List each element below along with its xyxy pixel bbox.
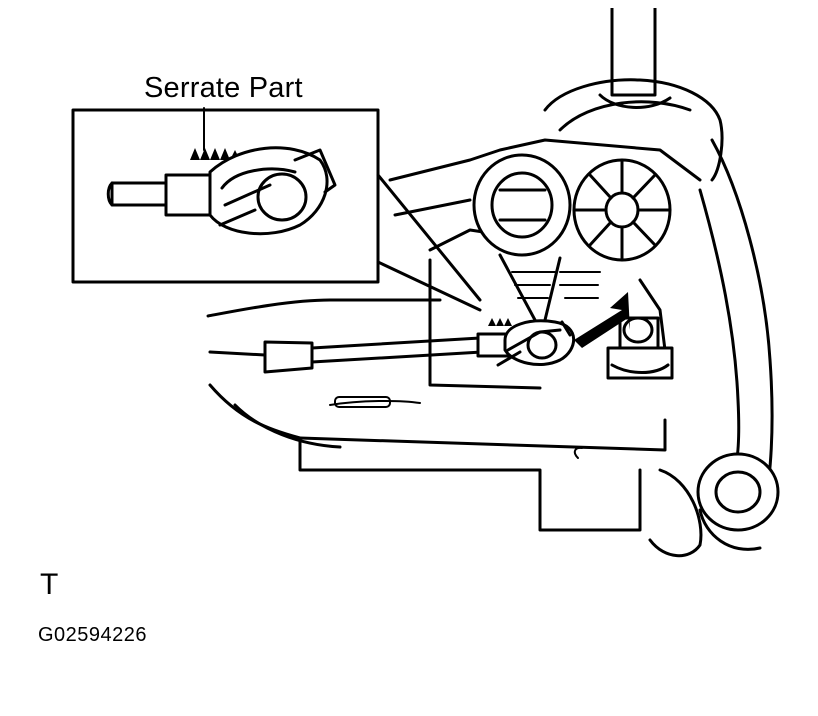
lever-housing bbox=[543, 8, 774, 502]
drum-bracket-ribs bbox=[498, 253, 667, 352]
figure-id: G02594226 bbox=[38, 624, 148, 646]
selector-drum-left bbox=[472, 153, 572, 257]
serrate-part-label: Serrate Part bbox=[144, 72, 303, 104]
shift-cable bbox=[208, 332, 510, 374]
pivot-eye bbox=[696, 452, 780, 551]
black-arrow-icon bbox=[574, 292, 630, 348]
view-letter: T bbox=[40, 568, 59, 601]
selector-drum-right bbox=[572, 158, 672, 262]
detail-inset bbox=[71, 108, 380, 284]
base-bracket bbox=[206, 138, 703, 558]
ball-joint bbox=[606, 316, 674, 380]
inset-leader bbox=[203, 107, 482, 312]
cable-clip bbox=[488, 318, 576, 367]
